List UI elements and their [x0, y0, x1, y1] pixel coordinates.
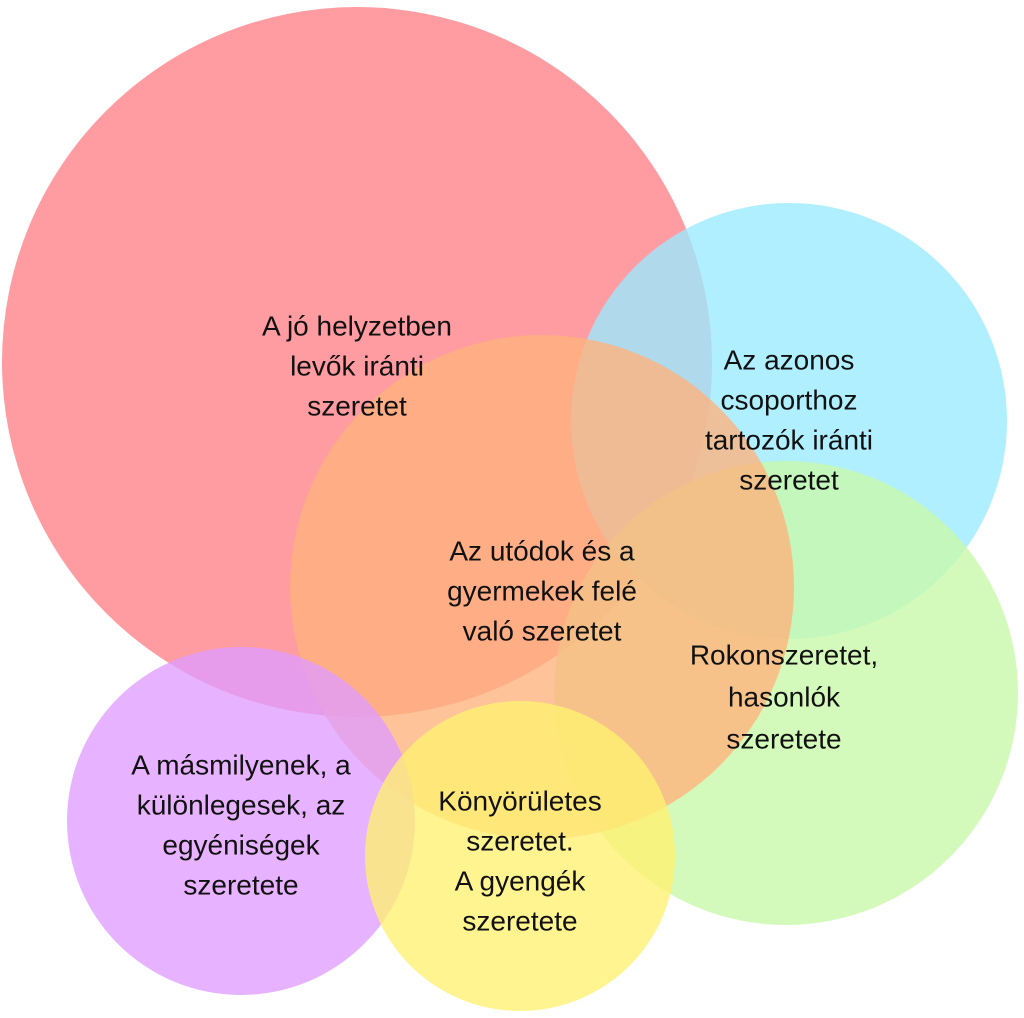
circles-layer: [2, 7, 1018, 1011]
label-line: való szeretet: [463, 615, 622, 646]
label-line: csoporthoz: [721, 384, 858, 415]
label-line: tartozók iránti: [705, 424, 873, 455]
label-line: levők iránti: [290, 350, 424, 381]
label-line: Az azonos: [724, 344, 855, 375]
label-good-situation: A jó helyzetben levők iránti szeretet: [262, 310, 452, 421]
label-offspring: Az utódok és a gyermekek felé való szerete…: [447, 535, 637, 646]
label-line: A másmilyenek, a: [131, 749, 351, 780]
label-line: Az utódok és a: [449, 535, 635, 566]
circle-compassion: [365, 701, 675, 1011]
label-line: szeretet: [739, 464, 839, 495]
label-line: A gyengék: [455, 865, 587, 896]
label-different: A másmilyenek, a különlegesek, az egyénisé…: [131, 749, 351, 900]
label-same-group: Az azonos csoporthoz tartozók iránti szeret…: [705, 344, 873, 495]
circle-offspring: [290, 335, 794, 839]
label-line: egyéniségek: [162, 829, 320, 860]
label-line: Könyörületes: [438, 785, 601, 816]
label-line: gyermekek felé: [447, 575, 637, 606]
label-line: különlegesek, az: [137, 789, 346, 820]
label-line: A jó helyzetben: [262, 310, 452, 341]
label-line: szeretete: [183, 869, 298, 900]
label-kin: Rokonszeretet, hasonlók szeretete: [690, 639, 878, 754]
label-compassion: Könyörületes szeretet. A gyengék szeretete: [438, 785, 601, 936]
label-line: szeretet.: [466, 825, 573, 856]
label-line: szeretete: [462, 905, 577, 936]
label-line: hasonlók: [728, 681, 841, 712]
label-line: Rokonszeretet,: [690, 639, 878, 670]
label-line: szeretet: [307, 390, 407, 421]
circle-different: [67, 647, 415, 995]
label-line: szeretete: [726, 723, 841, 754]
